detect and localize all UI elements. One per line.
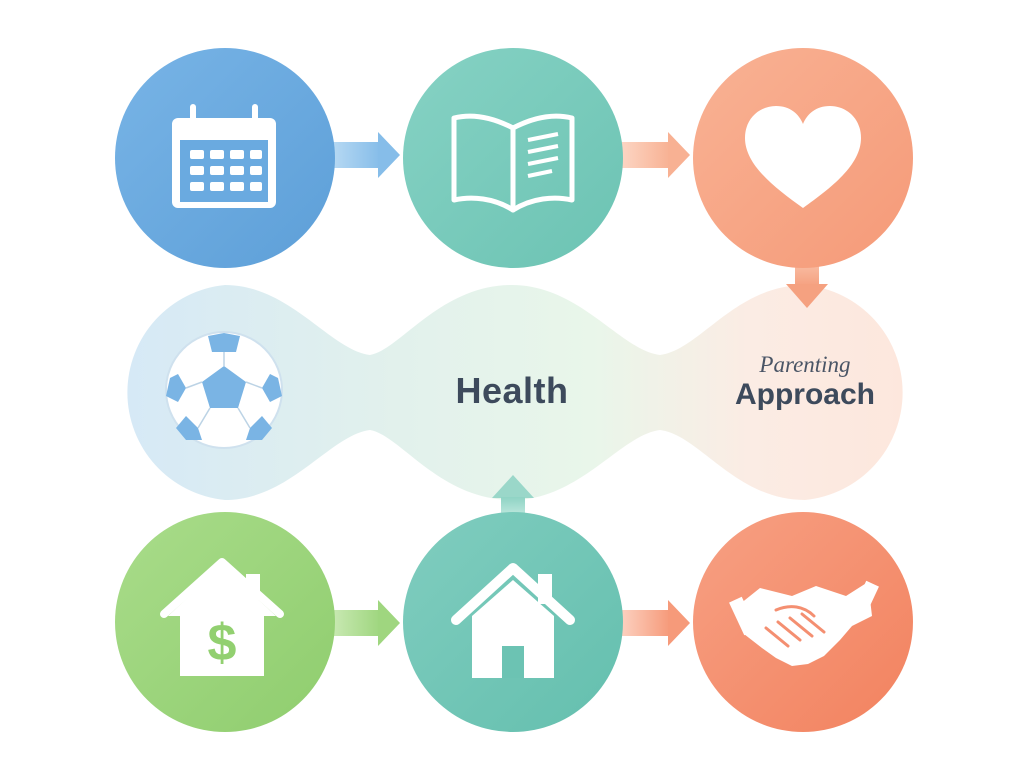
heart-icon: [745, 106, 861, 208]
open-book-icon: [451, 113, 575, 213]
calendar-icon: [172, 104, 276, 208]
arrow-schedule-to-education: [332, 132, 400, 178]
parenting-label-bottom: Approach: [734, 378, 875, 411]
svg-text:$: $: [208, 614, 237, 672]
house-dollar-icon: $: [160, 558, 284, 676]
arrow-education-to-emotional: [622, 132, 690, 178]
parenting-label-top: Parenting: [759, 352, 851, 377]
arrow-home-to-agreement: [622, 600, 690, 646]
middle-band: [127, 285, 903, 500]
house-icon: [451, 563, 575, 678]
handshake-icon: [729, 580, 879, 666]
health-label: Health: [455, 370, 569, 411]
arrow-finances-to-home: [332, 600, 400, 646]
soccer-ball-icon: [165, 331, 283, 449]
